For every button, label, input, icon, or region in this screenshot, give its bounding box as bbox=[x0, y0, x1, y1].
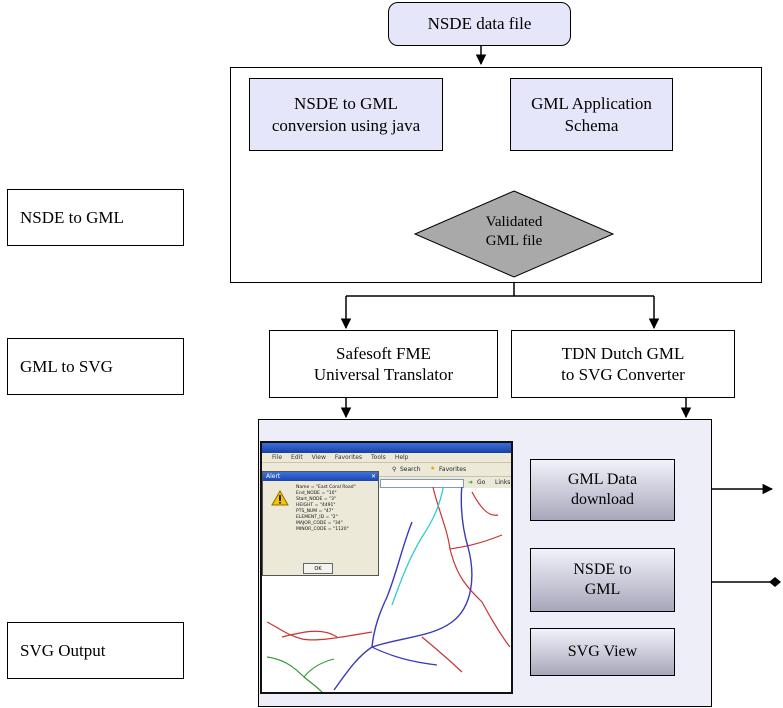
road-map bbox=[266, 487, 511, 692]
gml-application-schema-node: GML Application Schema bbox=[510, 78, 673, 151]
menu-tools[interactable]: Tools bbox=[371, 454, 386, 461]
safesoft-fme-node: Safesoft FME Universal Translator bbox=[269, 330, 498, 398]
browser-titlebar bbox=[262, 443, 511, 453]
ok-button[interactable]: OK bbox=[303, 563, 333, 574]
menu-view[interactable]: View bbox=[311, 454, 326, 461]
stage-label-nsde-to-gml: NSDE to GML bbox=[7, 189, 184, 246]
stage-label-gml-to-svg: GML to SVG bbox=[7, 338, 184, 395]
toolbar-search-label[interactable]: Search bbox=[400, 466, 421, 473]
browser-screenshot: File Edit View Favorites Tools Help ⚲ Se… bbox=[260, 441, 513, 694]
svg-view-button[interactable]: SVG View bbox=[530, 628, 675, 676]
menu-file[interactable]: File bbox=[272, 454, 283, 461]
nsde-to-gml-java-node: NSDE to GML conversion using java bbox=[249, 78, 443, 151]
menu-help[interactable]: Help bbox=[394, 454, 409, 461]
alert-text: Name = "East Coral Road" End_NODE = "10"… bbox=[296, 485, 356, 532]
warning-icon bbox=[271, 490, 289, 506]
go-label[interactable]: Go bbox=[477, 479, 486, 486]
close-icon[interactable]: ✕ bbox=[370, 473, 376, 480]
search-icon[interactable]: ⚲ bbox=[392, 466, 397, 473]
address-input[interactable] bbox=[380, 479, 464, 488]
go-arrow-icon[interactable]: ➜ bbox=[468, 479, 474, 486]
validated-gml-diamond bbox=[414, 190, 614, 278]
nsde-to-gml-button[interactable]: NSDE to GML bbox=[530, 548, 675, 612]
gml-data-download-button[interactable]: GML Data download bbox=[530, 459, 675, 521]
tdn-dutch-converter-node: TDN Dutch GML to SVG Converter bbox=[511, 330, 735, 398]
alert-dialog: Alert ✕ Name = "East Coral Road" End_NOD… bbox=[262, 471, 379, 576]
toolbar-favorites-label[interactable]: Favorites bbox=[439, 466, 467, 473]
menu-edit[interactable]: Edit bbox=[291, 454, 303, 461]
stage-label-svg-output: SVG Output bbox=[7, 622, 184, 679]
alert-title: Alert bbox=[263, 472, 378, 481]
diamond-nsde-in bbox=[769, 577, 781, 587]
browser-menubar: File Edit View Favorites Tools Help bbox=[262, 453, 511, 462]
nsde-data-file-node: NSDE data file bbox=[388, 2, 571, 46]
links-label[interactable]: Links bbox=[495, 479, 511, 486]
validated-gml-label: Validated GML file bbox=[485, 214, 543, 249]
star-icon[interactable]: ★ bbox=[430, 465, 436, 472]
menu-favorites[interactable]: Favorites bbox=[334, 454, 363, 461]
